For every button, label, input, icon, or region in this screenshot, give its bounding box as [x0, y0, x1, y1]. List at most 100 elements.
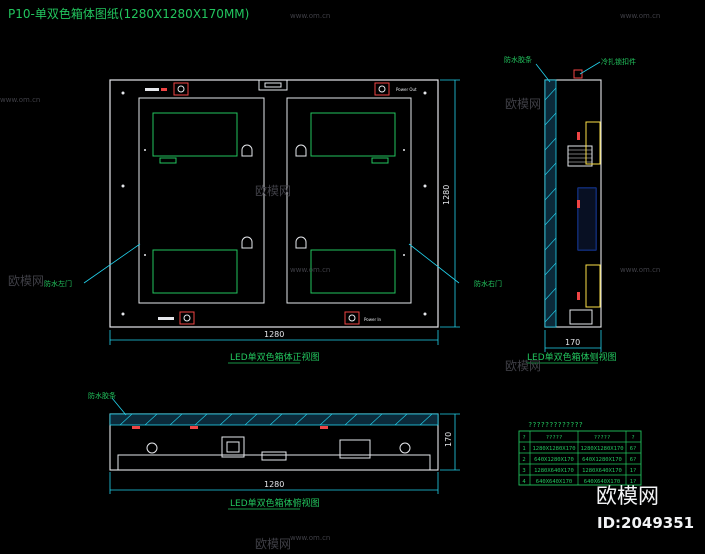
table-cell: 3	[522, 468, 525, 474]
bottom-view-caption: LED单双色箱体俯视图	[230, 497, 320, 509]
drawing-title: P10-单双色箱体图纸(1280X1280X170MM)	[8, 6, 249, 21]
table-cell: 1280X640X170	[534, 468, 574, 474]
front-width-label: 1280	[264, 330, 284, 339]
table-cell: 640X640X170	[584, 479, 620, 485]
side-hatch-strip	[544, 79, 557, 328]
top-handle-slot	[264, 82, 282, 88]
watermark-sites: www.om.cn www.om.cn www.om.cn www.om.cn …	[0, 12, 660, 542]
mounting-holes	[121, 91, 427, 316]
table-header-cell: ?????	[594, 435, 611, 441]
watermark-brand: 欧模网	[596, 484, 659, 508]
connector-icon	[378, 85, 386, 93]
bottom-height-dimension	[440, 413, 460, 471]
table-cell: 1280X1280X170	[532, 446, 575, 452]
bottom-leader-strip	[111, 397, 127, 416]
side-red-mark	[577, 132, 580, 140]
watermark-site: www.om.cn	[0, 96, 40, 104]
label-plate	[145, 88, 159, 91]
watermark: 欧模网 ID:2049351 www.om.cn www.om.cn www.o…	[0, 12, 694, 551]
side-width-dimension	[544, 330, 602, 352]
table-cell: 4	[522, 479, 526, 485]
bottom-height-label: 170	[444, 432, 453, 447]
lock-symbols	[241, 144, 307, 249]
watermark-brand-faint: 欧模网	[8, 274, 44, 288]
leader-right	[408, 243, 460, 284]
side-lock-icon	[573, 69, 583, 79]
bottom-hatch-lines	[119, 413, 433, 426]
watermark-brand-faint: 欧模网	[505, 359, 541, 373]
table-cell: 6?	[630, 446, 637, 452]
side-label-lock: 冷扎锁扣件	[601, 57, 636, 66]
watermark-brand-faint: 欧模网	[255, 184, 291, 198]
watermark-id: ID:2049351	[597, 514, 694, 532]
bottom-handle	[261, 451, 287, 461]
side-red-mark	[577, 200, 580, 208]
door-label-right: 防水右门	[474, 279, 502, 288]
front-width-dimension	[109, 330, 439, 345]
side-view: 防水胶条 冷扎锁扣件 170 LED单双色箱体侧视图	[504, 55, 636, 364]
module-bottom-right	[310, 249, 396, 294]
label-plate	[158, 317, 174, 320]
table-cell: 640X1280X170	[582, 457, 622, 463]
left-door	[138, 97, 265, 304]
right-door	[286, 97, 412, 304]
table-cell: 6?	[630, 457, 637, 463]
side-power-box-fill	[578, 188, 596, 250]
power-connector-top-right	[374, 82, 390, 96]
front-view: Power Out Power In	[44, 79, 502, 364]
top-handle	[258, 79, 288, 91]
watermark-site: www.om.cn	[290, 534, 330, 542]
module-top-right	[310, 112, 396, 157]
front-cabinet-outline	[109, 79, 439, 328]
table-header-cell: ?	[631, 435, 634, 441]
table-title: ?????????????	[528, 421, 583, 429]
connector-icon	[348, 314, 356, 322]
table-cell: 640X640X170	[536, 479, 572, 485]
watermark-brand-faint: 欧模网	[505, 97, 541, 111]
table-frame	[518, 430, 642, 486]
bottom-red-mark	[132, 426, 140, 429]
table-cell: 1?	[630, 479, 637, 485]
table-cell: 1280X640X170	[582, 468, 622, 474]
power-out-label: Power Out	[396, 87, 417, 92]
bottom-view: 防水胶条 1280 170 LED单双色箱体俯视图	[88, 391, 460, 510]
side-width-label: 170	[565, 338, 580, 347]
front-height-label: 1280	[442, 185, 451, 205]
table-cell: 640X1280X170	[534, 457, 574, 463]
table-grid	[519, 431, 641, 485]
watermark-site: www.om.cn	[290, 266, 330, 274]
latch-details	[159, 157, 389, 164]
power-connector-bottom-right	[344, 311, 360, 325]
side-base-block	[569, 309, 593, 325]
connector-icon	[183, 314, 191, 322]
watermark-site: www.om.cn	[290, 12, 330, 20]
bottom-red-mark	[320, 426, 328, 429]
bottom-hatch-strip	[109, 413, 439, 426]
side-view-caption: LED单双色箱体侧视图	[527, 351, 617, 363]
bottom-red-mark	[190, 426, 198, 429]
front-height-dimension	[440, 79, 460, 328]
watermark-brand-faint: 欧模网	[255, 537, 291, 551]
power-connector-bottom	[179, 311, 195, 325]
front-view-caption: LED单双色箱体正视图	[230, 351, 320, 363]
bottom-base-rail	[117, 454, 431, 471]
side-red-mark	[577, 292, 580, 300]
bottom-connector-inner	[226, 441, 240, 453]
watermark-brands: 欧模网 欧模网 欧模网 欧模网 欧模网	[8, 97, 541, 551]
side-bracket-lines	[568, 149, 592, 163]
watermark-site: www.om.cn	[620, 266, 660, 274]
table-header-cell: ?????	[546, 435, 563, 441]
side-leader-strip	[535, 63, 551, 83]
spec-table: ????????????? ???????????? 1 1280X1280X170…	[518, 421, 642, 486]
side-bracket	[567, 145, 593, 167]
table-cell: 1?	[630, 468, 637, 474]
table-header-cell: ?	[522, 435, 525, 441]
side-label-strip: 防水胶条	[504, 55, 532, 64]
table-cell: 1	[522, 446, 525, 452]
side-module-top	[585, 121, 601, 165]
bottom-lock-icon	[399, 442, 411, 454]
power-connector-top	[173, 82, 189, 96]
connector-icon	[177, 85, 185, 93]
